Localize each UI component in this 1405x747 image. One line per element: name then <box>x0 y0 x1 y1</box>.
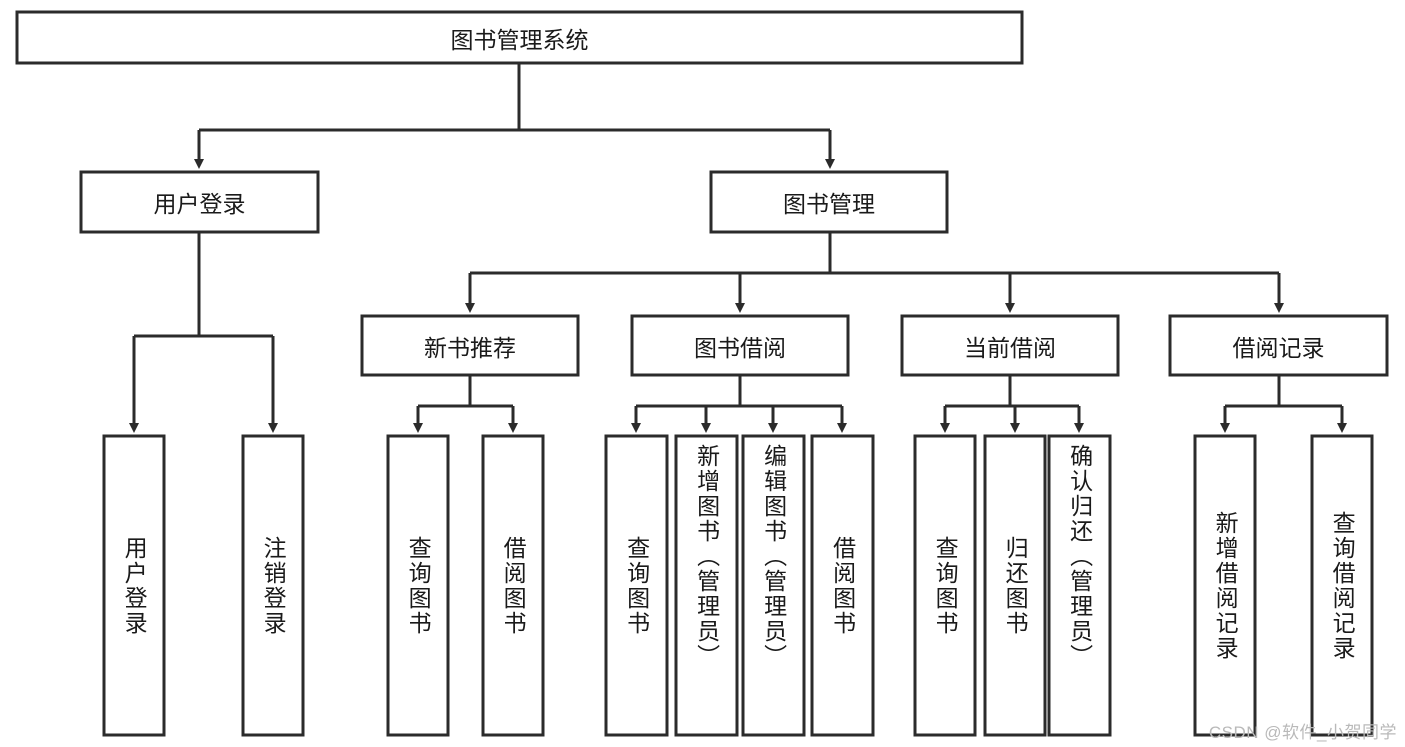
node-user-login[interactable] <box>79 170 320 234</box>
leaf-box[interactable] <box>102 434 166 737</box>
leaf-box[interactable] <box>674 434 739 737</box>
leaf-box[interactable] <box>1193 434 1257 737</box>
connector-record-to-leaves <box>1220 375 1347 433</box>
leaf-box[interactable] <box>1047 434 1112 737</box>
node-book-borrow[interactable] <box>630 314 850 377</box>
connector-recommend-to-leaves <box>413 375 518 433</box>
node-current-borrow[interactable] <box>900 314 1120 377</box>
node-borrow-record[interactable] <box>1168 314 1389 377</box>
connector-current-to-leaves <box>940 375 1084 433</box>
leaf-box[interactable] <box>913 434 977 737</box>
leaf-box[interactable] <box>604 434 669 737</box>
leaf-box[interactable] <box>741 434 806 737</box>
leaf-box[interactable] <box>481 434 545 737</box>
node-new-book-recommend[interactable] <box>360 314 580 377</box>
leaf-box[interactable] <box>241 434 305 737</box>
leaf-box[interactable] <box>386 434 450 737</box>
connector-user-login-to-leaves <box>129 232 278 433</box>
connector-root-to-level2 <box>194 63 835 169</box>
leaf-box[interactable] <box>983 434 1047 737</box>
node-book-manage[interactable] <box>709 170 949 234</box>
csdn-watermark: CSDN @软件_小贺同学 <box>1208 723 1397 742</box>
leaf-box[interactable] <box>1310 434 1374 737</box>
connector-borrow-to-leaves <box>631 375 847 433</box>
node-root[interactable] <box>15 10 1024 65</box>
leaf-box[interactable] <box>810 434 875 737</box>
connector-book-manage-to-level3 <box>465 232 1284 313</box>
